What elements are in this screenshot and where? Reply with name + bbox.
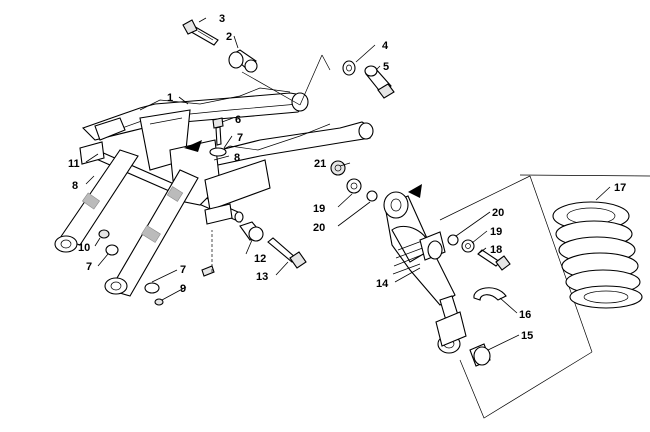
callout-10: 10 [78,242,90,254]
callout-13: 13 [256,271,268,283]
washer-19-left [346,178,362,194]
callout-6: 6 [235,114,241,126]
spring-clip-16 [473,287,507,301]
callout-5: 5 [383,61,389,73]
callout-4: 4 [382,40,389,52]
callout-7-right: 7 [180,264,186,276]
bolt-10 [98,229,110,239]
shock-outline [439,174,650,419]
rail-left [54,149,139,253]
callout-9: 9 [180,283,186,295]
bushing-12 [239,221,264,242]
cap-right [201,265,215,277]
callout-15: 15 [521,330,533,342]
bushing-2 [228,49,258,73]
bushing-15 [469,343,491,367]
nut-21 [330,160,346,176]
washer-19-right [461,239,475,253]
callout-17: 17 [614,182,626,194]
callout-16: 16 [519,309,531,321]
washer-4 [342,60,356,76]
arrow-shock [408,184,422,198]
frame-brackets [79,109,271,225]
callout-7-upper: 7 [237,132,243,144]
callout-18: 18 [490,244,502,256]
pivot-outline [241,54,331,106]
callout-19-right: 19 [490,226,502,238]
coil-spring-17 [552,201,643,309]
washer-20-right [447,234,459,246]
callout-2: 2 [226,31,232,43]
washer-7-right [144,282,160,294]
callout-8-upper: 8 [234,152,240,164]
bushing-5 [364,65,395,99]
callout-19-left: 19 [313,203,325,215]
leader-lines [85,17,611,351]
callout-1: 1 [167,92,173,104]
bolt-18 [477,249,511,271]
bolt-13 [267,237,307,269]
washer-7-left [105,244,119,256]
callout-3: 3 [219,13,225,25]
callout-14: 14 [376,278,389,290]
callout-12: 12 [254,253,266,265]
callout-11: 11 [68,158,80,170]
callout-20-right: 20 [492,207,504,219]
callout-20-left: 20 [313,222,325,234]
arrow-upper [184,140,202,152]
shock-absorber [383,191,467,354]
callout-8-lower: 8 [72,180,78,192]
callout-7-left: 7 [86,261,92,273]
rail-right [104,169,199,297]
bolt-3 [182,19,219,46]
callout-21: 21 [314,158,326,170]
nut-9 [154,298,164,306]
bolt-6 [212,117,224,146]
washer-7-upper [209,147,227,157]
callout-labels: 3 2 4 5 1 6 7 8 11 8 10 7 7 9 12 13 21 1… [68,13,626,342]
washer-20-left [366,190,378,202]
upper-a-arm [81,87,374,173]
